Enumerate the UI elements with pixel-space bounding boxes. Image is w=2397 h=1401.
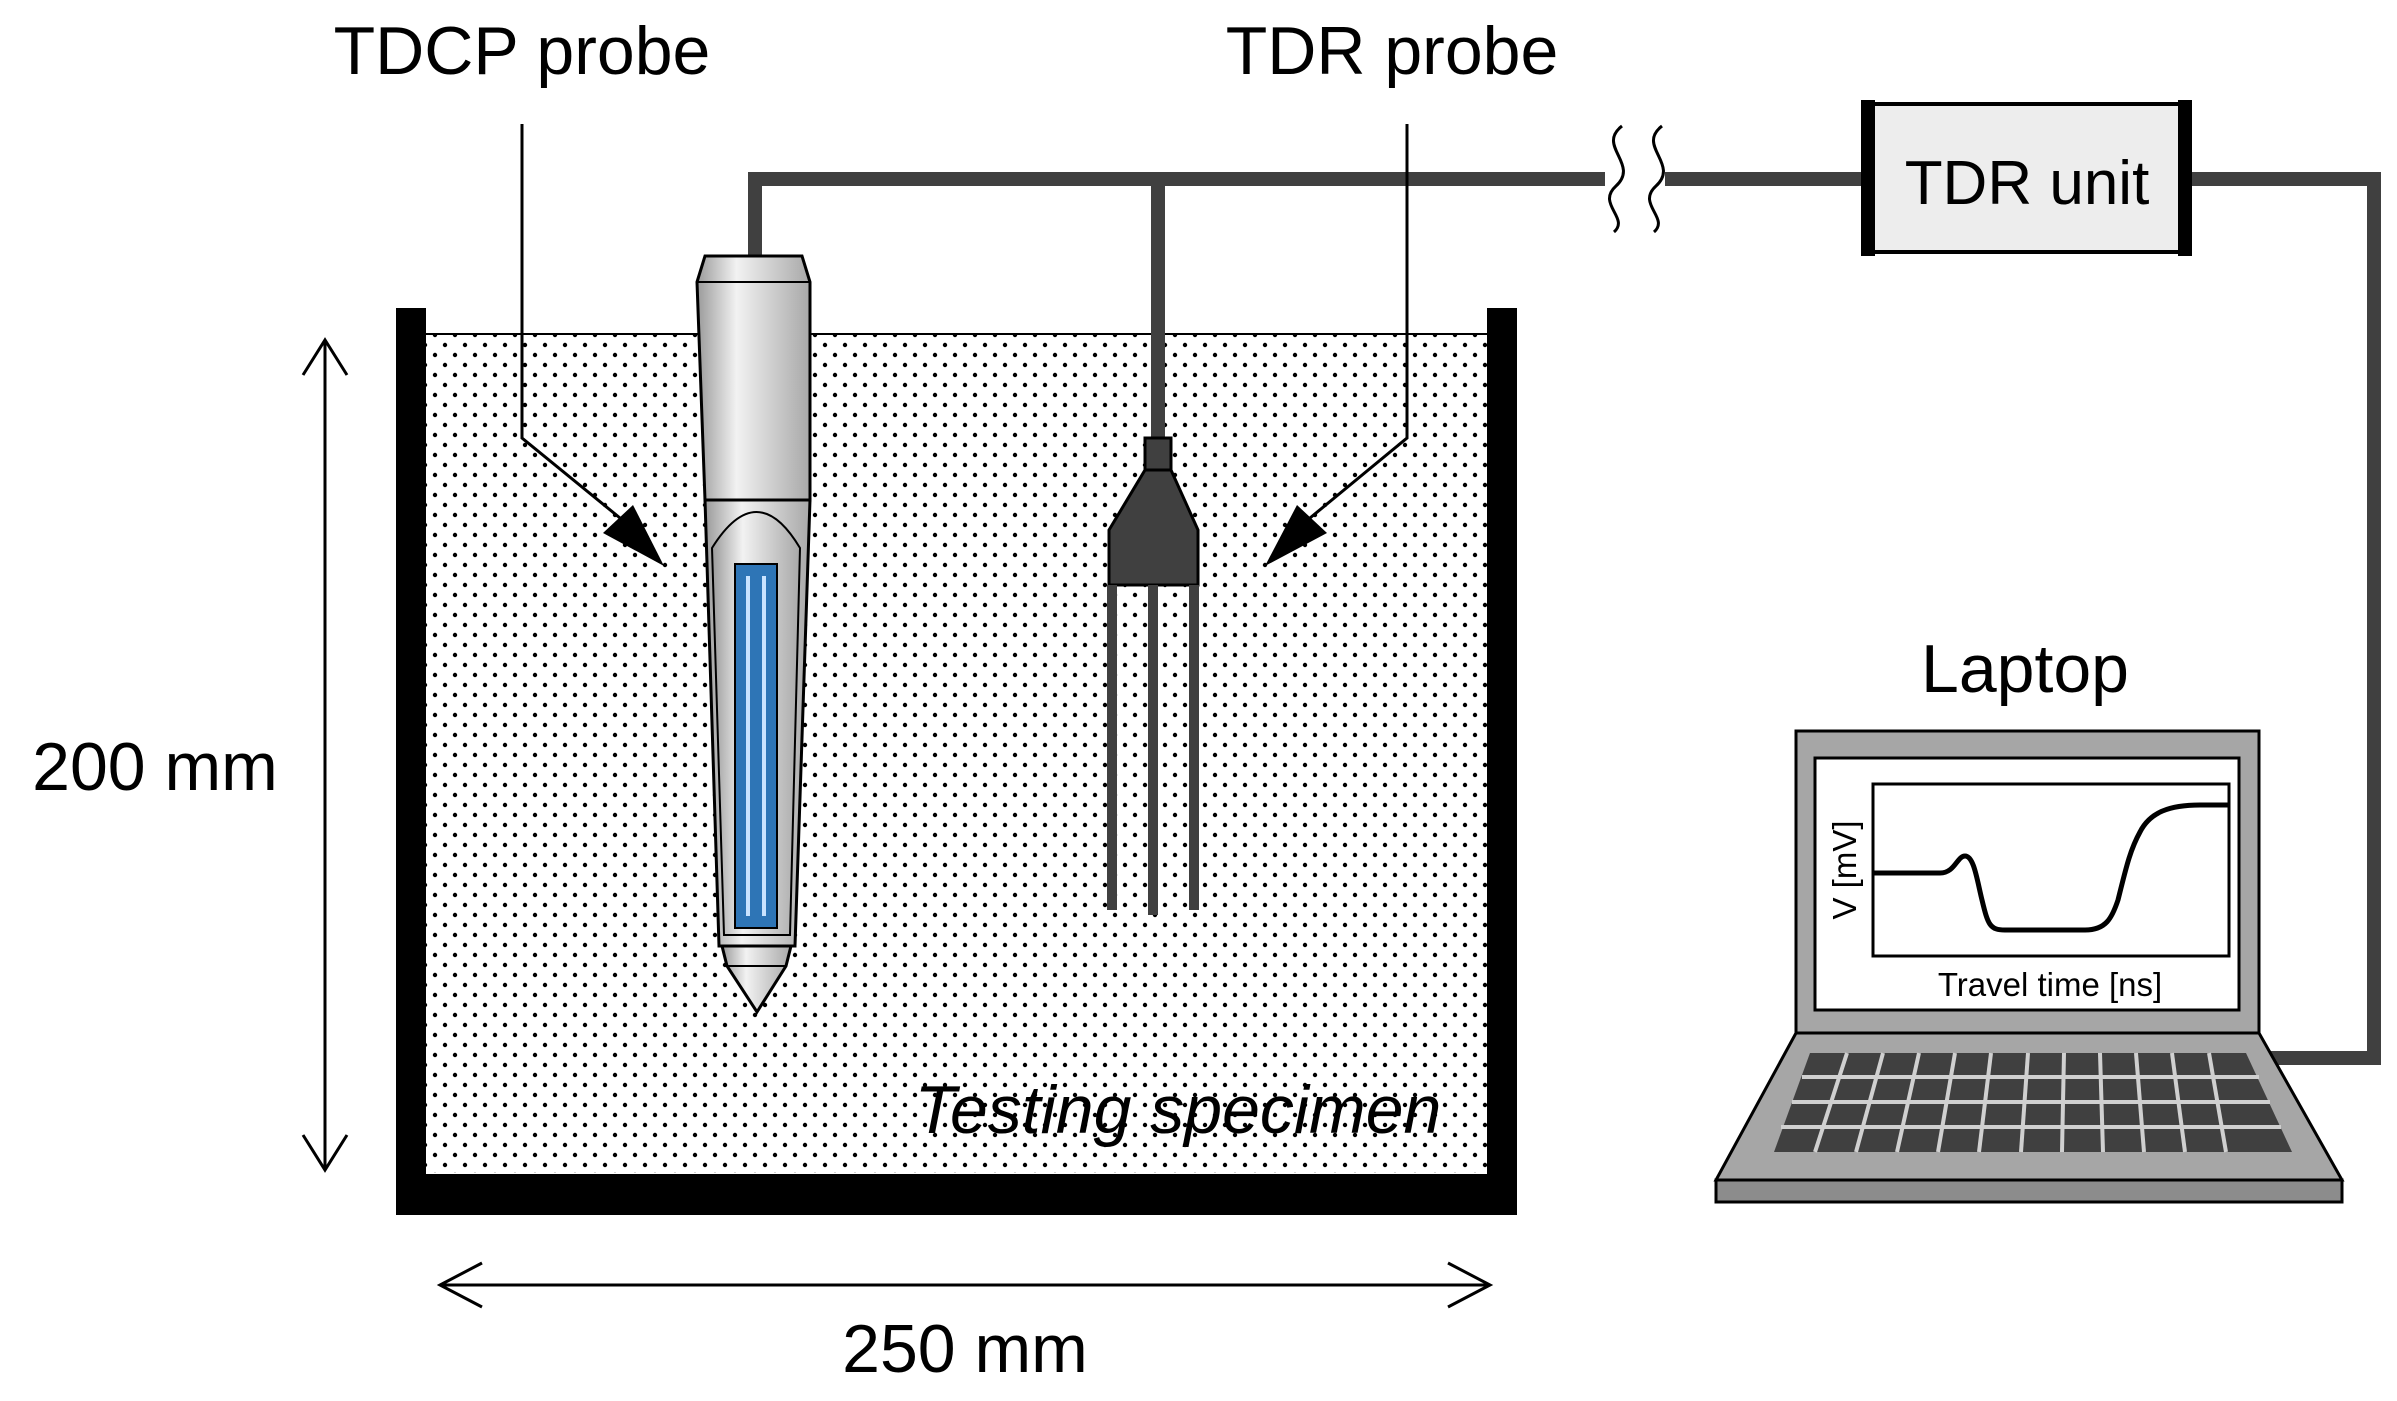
height-dimension-label: 200 mm — [32, 729, 278, 805]
screen-plot-xlabel: Travel time [ns] — [1938, 966, 2162, 1003]
tdcp-probe-label: TDCP probe — [334, 13, 711, 89]
width-dimension-arrow — [436, 1261, 1494, 1309]
laptop-label: Laptop — [1921, 631, 2129, 707]
specimen-label: Testing specimen — [915, 1072, 1442, 1148]
cable — [748, 172, 2381, 1065]
container — [396, 308, 1517, 1215]
screen-plot-ylabel: V [mV] — [1826, 820, 1863, 919]
width-dimension-label: 250 mm — [842, 1311, 1088, 1387]
tdr-leader-arrow — [1265, 124, 1409, 566]
keyboard-keys — [1781, 1052, 2281, 1153]
tdr-probe-label: TDR probe — [1226, 13, 1559, 89]
tdr-unit — [1861, 100, 2192, 256]
tdcp-probe — [695, 254, 812, 1015]
tdr-probe — [1107, 436, 1200, 915]
tdr-unit-label: TDR unit — [1905, 149, 2150, 218]
tdcp-leader-arrow — [520, 124, 664, 566]
tdcp-sensor-plate — [734, 563, 778, 929]
screen-plot-frame — [1871, 782, 2231, 958]
cable-break-symbol — [1607, 124, 1665, 234]
testing-specimen-area — [425, 333, 1488, 1173]
screen-plot-waveform — [1873, 802, 2229, 933]
height-dimension-arrow — [301, 337, 349, 1173]
